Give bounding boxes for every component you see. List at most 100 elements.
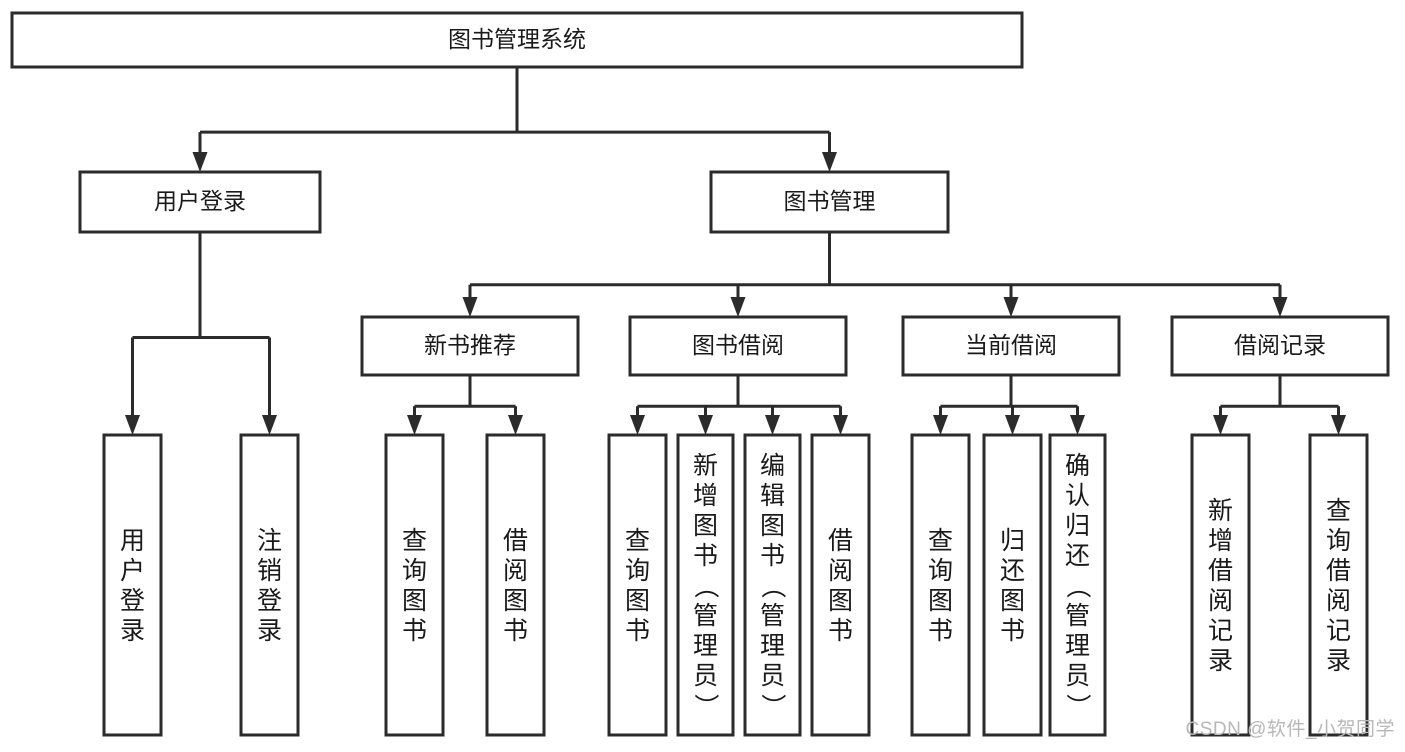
node-box <box>78 170 322 234</box>
edge-arrowhead <box>508 415 523 435</box>
node-label-char: 员 <box>1065 662 1090 690</box>
node-label-char: 书 <box>693 542 718 570</box>
node-box <box>360 315 580 377</box>
node-label-char: 增 <box>693 482 718 510</box>
node-label-char: 认 <box>1065 482 1090 510</box>
edge-arrowhead <box>833 415 848 435</box>
node-label-char: 还 <box>1000 557 1025 585</box>
node-level2[interactable]: 图书管理 <box>709 170 950 234</box>
node-label-char: 询 <box>625 557 650 585</box>
nodes-layer: 图书管理系统用户登录图书管理新书推荐图书借阅当前借阅借阅记录用户登录注销登录查询… <box>10 11 1390 737</box>
node-label-char: （ <box>759 573 787 598</box>
node-box <box>1170 315 1390 377</box>
node-root[interactable]: 图书管理系统 <box>10 11 1024 69</box>
edge-arrowhead <box>933 415 948 435</box>
node-label: 图书管理 <box>784 188 876 214</box>
node-label-char: 书 <box>1000 617 1025 645</box>
node-box <box>239 433 300 737</box>
node-label-char: 书 <box>828 617 853 645</box>
node-label-char: 书 <box>928 617 953 645</box>
edge-group-book-management <box>462 232 1288 317</box>
node-label-char: ） <box>692 693 720 718</box>
node-label-char: 归 <box>1065 512 1090 540</box>
node-box <box>810 433 871 737</box>
node-label: 图书借阅 <box>692 332 784 358</box>
node-level3[interactable]: 借阅记录 <box>1170 315 1390 377</box>
node-label: 新书推荐 <box>424 332 516 358</box>
node-label-char: 理 <box>760 632 785 660</box>
node-label-char: 查 <box>1326 497 1351 525</box>
node-label-char: 询 <box>402 557 427 585</box>
edge-group-book-borrow <box>630 375 848 435</box>
node-label-char: ） <box>759 693 787 718</box>
node-box <box>102 433 163 737</box>
node-label-char: 理 <box>693 632 718 660</box>
node-label-char: （ <box>692 573 720 598</box>
node-box <box>676 433 735 737</box>
edge-arrowhead <box>730 297 746 317</box>
edge-arrowhead <box>822 152 837 172</box>
node-label-char: 图 <box>503 587 528 615</box>
node-level3[interactable]: 图书借阅 <box>628 315 848 377</box>
node-label-char: 图 <box>693 512 718 540</box>
node-box <box>910 433 971 737</box>
node-label-char: 管 <box>760 602 785 630</box>
node-box <box>628 315 848 377</box>
node-label-char: 借 <box>503 527 528 555</box>
node-label-char: 新 <box>693 452 718 480</box>
node-label-char: 理 <box>1065 632 1090 660</box>
node-label-char: 图 <box>928 587 953 615</box>
node-label-char: 编 <box>760 452 785 480</box>
node-label-char: 还 <box>1065 542 1090 570</box>
node-leaf[interactable]: 用户登录 <box>102 433 163 737</box>
edge-arrowhead <box>1003 297 1019 317</box>
node-level2[interactable]: 用户登录 <box>78 170 322 234</box>
node-label-char: 录 <box>1208 647 1233 675</box>
node-label-char: 员 <box>693 662 718 690</box>
node-label: 图书管理系统 <box>448 26 586 52</box>
node-box <box>10 11 1024 69</box>
node-label-char: 确 <box>1065 452 1090 480</box>
edge-arrowhead <box>192 152 208 172</box>
edges-layer <box>125 67 1346 435</box>
node-label-char: 借 <box>1326 557 1351 585</box>
edge-group-root <box>192 67 837 172</box>
node-label-char: 询 <box>1326 527 1351 555</box>
edge-group-new-book-recommend <box>407 375 523 435</box>
node-label-char: 借 <box>1208 557 1233 585</box>
node-label-char: 阅 <box>1326 587 1351 615</box>
node-label-char: 录 <box>120 617 145 645</box>
node-label-char: 阅 <box>1208 587 1233 615</box>
node-level3[interactable]: 新书推荐 <box>360 315 580 377</box>
node-label-char: 归 <box>1000 527 1025 555</box>
node-box <box>1048 433 1107 737</box>
node-label-char: 增 <box>1208 527 1233 555</box>
node-label-char: 销 <box>257 557 282 585</box>
node-level3[interactable]: 当前借阅 <box>901 315 1121 377</box>
node-box <box>1308 433 1369 737</box>
node-label-char: 查 <box>928 527 953 555</box>
node-label-char: 登 <box>120 587 145 615</box>
node-label-char: 书 <box>503 617 528 645</box>
watermark-label: CSDN @软件_小贺同学 <box>1185 719 1395 740</box>
node-label-char: 图 <box>1000 587 1025 615</box>
node-label-char: 管 <box>1065 602 1090 630</box>
edge-group-borrow-record <box>1213 375 1346 435</box>
edge-arrowhead <box>407 415 422 435</box>
edge-arrowhead <box>262 415 277 435</box>
node-label-char: 查 <box>402 527 427 555</box>
node-label-char: 录 <box>257 617 282 645</box>
node-label-char: 记 <box>1208 617 1233 645</box>
